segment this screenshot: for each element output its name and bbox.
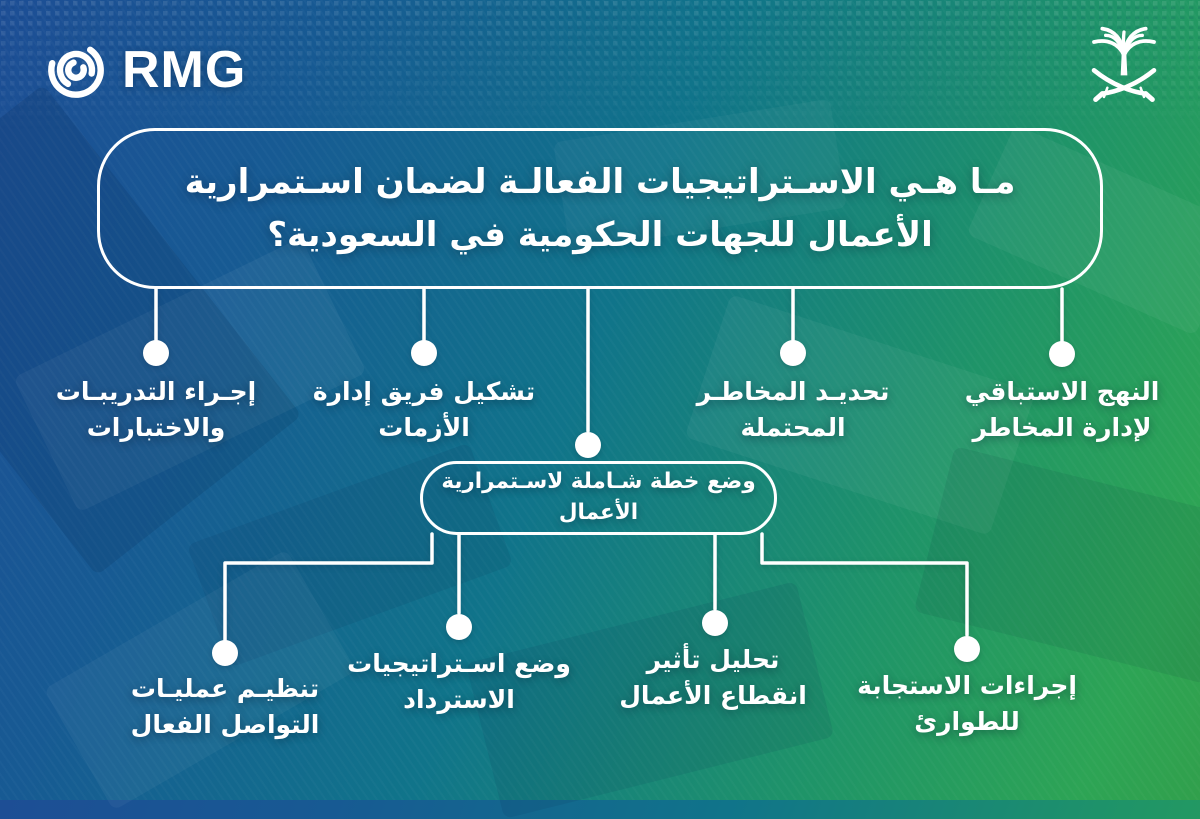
strategy-label-line: التواصل الفعال xyxy=(130,710,320,739)
strategy-recovery-strategies: وضع اسـتراتيجيات الاسترداد xyxy=(309,646,609,718)
central-plan-box: وضع خطة شـاملة لاسـتمرارية الأعمال xyxy=(420,461,777,535)
central-plan-line-2: الأعمال xyxy=(558,500,639,525)
strategy-crisis-team: تشكيل فريق إدارة الأزمات xyxy=(274,374,574,446)
brand-logo: RMG xyxy=(44,38,246,102)
question-box: مـا هـي الاسـتراتيجيات الفعالـة لضمان اس… xyxy=(97,128,1103,289)
strategy-emergency-response: إجراءات الاستجابة للطوارئ xyxy=(817,668,1117,740)
strategy-label-line: للطوارئ xyxy=(914,707,1020,736)
strategy-label-line: انقطاع الأعمال xyxy=(619,681,807,710)
strategy-training-tests: إجـراء التدريبـات والاختبارات xyxy=(6,374,306,446)
strategy-label-line: وضع اسـتراتيجيات xyxy=(347,649,571,678)
rmg-orbit-icon xyxy=(48,42,104,98)
strategy-impact-analysis: تحليل تأثير انقطاع الأعمال xyxy=(563,642,863,714)
brand-name: RMG xyxy=(122,41,247,99)
connector-lines xyxy=(0,0,1200,800)
strategy-label-line: النهج الاستباقي xyxy=(964,377,1160,406)
strategy-label-line: الأزمات xyxy=(378,413,470,442)
strategy-label-line: إجراءات الاستجابة xyxy=(857,671,1077,700)
central-plan-line-1: وضع خطة شـاملة لاسـتمرارية xyxy=(441,469,756,495)
saudi-palm-swords-emblem xyxy=(1091,26,1157,102)
strategy-label-line: تحليل تأثير xyxy=(646,645,780,674)
question-line-2: الأعمال للجهات الحكومية في السعودية؟ xyxy=(267,214,933,255)
strategy-label-line: والاختبارات xyxy=(86,413,226,442)
strategy-label-line: لإدارة المخاطر xyxy=(972,413,1152,442)
strategy-label-line: المحتملة xyxy=(740,413,846,442)
palm-trunk xyxy=(1120,53,1128,76)
strategy-effective-communication: تنظيـم عمليـات التواصل الفعال xyxy=(75,671,375,743)
strategy-label-line: الاسترداد xyxy=(403,685,515,714)
question-line-1: مـا هـي الاسـتراتيجيات الفعالـة لضمان اس… xyxy=(184,161,1016,202)
strategy-proactive-approach: النهج الاستباقي لإدارة المخاطر xyxy=(912,374,1200,446)
strategy-label-line: تنظيـم عمليـات xyxy=(130,674,320,703)
strategy-label-line: إجـراء التدريبـات xyxy=(55,377,257,406)
strategy-label-line: تشكيل فريق إدارة xyxy=(312,377,536,406)
strategy-label-line: تحديـد المخاطـر xyxy=(696,377,890,406)
strategy-identify-risks: تحديـد المخاطـر المحتملة xyxy=(643,374,943,446)
